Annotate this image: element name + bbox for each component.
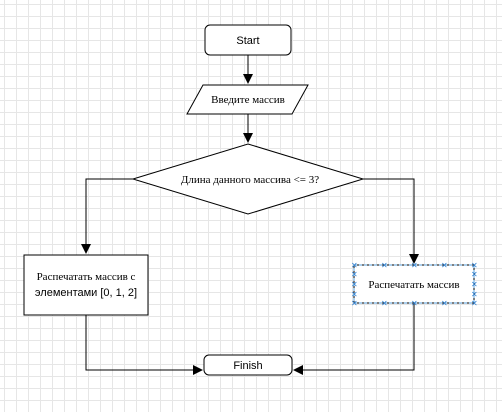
print-array-node[interactable]: Распечатать массив ✕ ✕ ✕ ✕ ✕ ✕ ✕ ✕ ✕ ✕ ✕… bbox=[351, 261, 478, 308]
resize-handle-icon[interactable]: ✕ bbox=[411, 299, 418, 308]
decision-node[interactable]: Длина данного массива <= 3? bbox=[131, 143, 365, 215]
print-array-with-elements-node[interactable]: Распечатать массив с элементами [0, 1, 2… bbox=[23, 254, 149, 316]
resize-handle-icon[interactable]: ✕ bbox=[351, 299, 358, 308]
input-node[interactable]: Введите массив bbox=[186, 84, 309, 115]
resize-handle-icon[interactable]: ✕ bbox=[441, 299, 448, 308]
selection-outline bbox=[353, 264, 475, 304]
finish-node[interactable]: Finish bbox=[203, 354, 293, 376]
right-box-label: Распечатать массив bbox=[368, 279, 459, 291]
edge-decision-to-right-box[interactable] bbox=[363, 178, 419, 264]
resize-handle-icon[interactable]: ✕ bbox=[351, 270, 358, 279]
decision-label: Длина данного массива <= 3? bbox=[181, 174, 319, 186]
edge-decision-to-left-box[interactable] bbox=[81, 178, 133, 254]
resize-handle-icon[interactable]: ✕ bbox=[411, 261, 418, 270]
resize-handle-icon[interactable]: ✕ bbox=[381, 299, 388, 308]
resize-handle-icon[interactable]: ✕ bbox=[351, 280, 358, 289]
finish-label: Finish bbox=[233, 360, 262, 372]
start-node[interactable]: Start bbox=[204, 24, 292, 56]
resize-handle-icon[interactable]: ✕ bbox=[441, 261, 448, 270]
start-label: Start bbox=[236, 35, 259, 47]
resize-handle-icon[interactable]: ✕ bbox=[351, 261, 358, 270]
resize-handle-icon[interactable]: ✕ bbox=[471, 290, 478, 299]
left-box-line1: Распечатать массив с bbox=[37, 271, 136, 283]
selection-handles[interactable]: ✕ ✕ ✕ ✕ ✕ ✕ ✕ ✕ ✕ ✕ ✕ ✕ ✕ ✕ ✕ ✕ bbox=[351, 261, 478, 308]
resize-handle-icon[interactable]: ✕ bbox=[471, 280, 478, 289]
resize-handle-icon[interactable]: ✕ bbox=[471, 261, 478, 270]
resize-handle-icon[interactable]: ✕ bbox=[471, 270, 478, 279]
resize-handle-icon[interactable]: ✕ bbox=[471, 299, 478, 308]
resize-handle-icon[interactable]: ✕ bbox=[381, 261, 388, 270]
edge-left-box-to-finish[interactable] bbox=[85, 315, 203, 375]
resize-handle-icon[interactable]: ✕ bbox=[351, 290, 358, 299]
input-label: Введите массив bbox=[211, 94, 285, 106]
edge-right-box-to-finish[interactable] bbox=[293, 303, 415, 375]
left-box-line2: элементами [0, 1, 2] bbox=[35, 287, 137, 299]
